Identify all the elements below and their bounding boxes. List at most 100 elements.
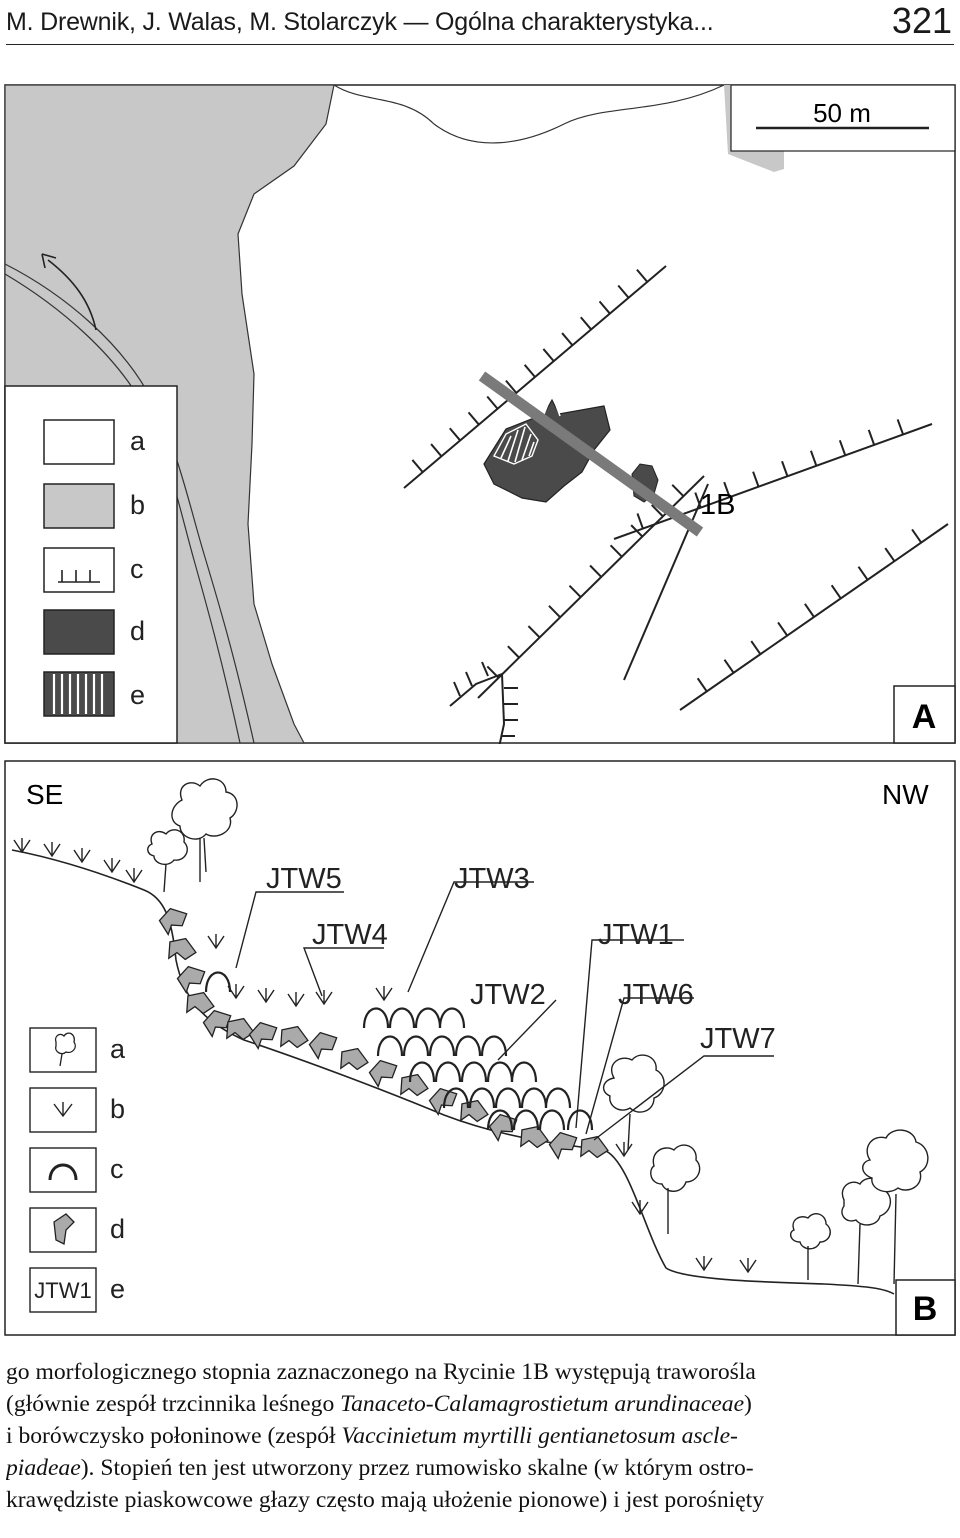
legend-a-label-a: a xyxy=(130,426,146,456)
body-line-4: piadeae). Stopień ten jest utworzony prz… xyxy=(6,1455,754,1481)
site-label-jtw5: JTW5 xyxy=(266,863,342,895)
arch-block xyxy=(376,1035,404,1057)
grass-symbols xyxy=(13,838,757,1274)
grass-tick xyxy=(695,1256,713,1272)
scarp-hachure xyxy=(430,443,443,457)
hatched-zone xyxy=(493,391,561,465)
grass-tick xyxy=(739,1258,757,1274)
scarp-hachure xyxy=(568,584,582,598)
rock-boulder xyxy=(202,1009,232,1039)
scarp-hachure xyxy=(453,681,461,697)
body-line-1: go morfologicznego stopnia zaznaczonego … xyxy=(6,1359,756,1385)
running-title: M. Drewnik, J. Walas, M. Stolarczyk — Og… xyxy=(6,8,714,36)
scarp-hachure xyxy=(838,439,847,456)
grass-tick xyxy=(103,858,121,874)
scarp-hachure xyxy=(777,621,789,637)
body-text: go morfologicznego stopnia zaznaczonego … xyxy=(6,1356,954,1516)
arch-block xyxy=(402,1035,430,1057)
rock-boulder xyxy=(186,991,215,1015)
scarp-hachure xyxy=(580,316,592,331)
tree-symbols xyxy=(147,778,929,1285)
rock-boulder xyxy=(226,1017,255,1041)
arch-block xyxy=(512,1109,540,1131)
slope-profile xyxy=(11,849,895,1295)
scarp-hachure xyxy=(449,427,461,442)
grass-tick xyxy=(125,868,143,884)
arch-block xyxy=(460,1061,488,1083)
legend-a-label-b: b xyxy=(130,490,145,520)
legend-b-label-a: a xyxy=(110,1034,126,1064)
grass-tick xyxy=(13,838,31,854)
arch-block xyxy=(520,1087,548,1109)
rock-boulder xyxy=(428,1087,458,1117)
figure-panel-b: SE NW JTW5 JTW4 JTW3 JTW2 xyxy=(4,760,956,1336)
legend-a-label-e: e xyxy=(130,680,145,710)
rock-boulder xyxy=(340,1047,369,1071)
scale-label: 50 m xyxy=(813,98,871,128)
arch-block xyxy=(388,1007,416,1029)
arch-block xyxy=(480,1035,508,1057)
rock-boulders xyxy=(158,907,609,1161)
scarp-hachure xyxy=(527,625,541,639)
scarp-hachure xyxy=(523,364,536,378)
arch-block xyxy=(486,1061,514,1083)
arch-block xyxy=(434,1061,462,1083)
arch-block xyxy=(486,1109,514,1131)
arch-block xyxy=(414,1007,442,1029)
arch-block xyxy=(442,1087,470,1109)
arch-block xyxy=(204,971,232,993)
scarp-hachure xyxy=(723,659,735,674)
rock-boulder xyxy=(308,1031,338,1061)
scarp-hachure xyxy=(867,429,876,446)
scarp-hachure xyxy=(804,603,815,618)
rock-boulder xyxy=(168,937,197,961)
scarp-hachure xyxy=(507,645,520,659)
arch-block xyxy=(428,1035,456,1057)
flow-arrow xyxy=(47,259,97,331)
legend-b-sample-e: JTW1 xyxy=(34,1278,91,1303)
arch-block xyxy=(566,1109,594,1131)
arch-blocks xyxy=(204,971,594,1131)
running-header: M. Drewnik, J. Walas, M. Stolarczyk — Og… xyxy=(6,0,954,45)
legend-b-label-b: b xyxy=(110,1094,125,1124)
arch-block xyxy=(494,1087,522,1109)
scarp-hachure xyxy=(486,395,499,410)
scarp-branch xyxy=(449,672,506,744)
rock-boulder xyxy=(248,1021,278,1051)
scarp-hachure xyxy=(857,566,869,581)
scarp-hachure xyxy=(481,661,489,677)
scarp-hachure xyxy=(505,380,518,394)
rock-boulder xyxy=(158,907,188,937)
arch-block xyxy=(510,1061,538,1083)
scarp-hachure xyxy=(589,564,602,578)
scarp-hachure xyxy=(752,471,760,488)
grass-tick xyxy=(375,986,393,1002)
rock-boulder xyxy=(280,1025,309,1049)
scarp-hachure xyxy=(884,547,896,562)
direction-nw: NW xyxy=(882,779,929,810)
rock-boulder xyxy=(176,965,206,995)
scarp-hachure xyxy=(598,300,611,315)
legend-b-label-d: d xyxy=(110,1214,125,1244)
scarp-hachure xyxy=(548,605,561,618)
scarp-hachure xyxy=(411,459,424,473)
arch-block xyxy=(408,1061,436,1083)
site-label-jtw4: JTW4 xyxy=(312,919,388,951)
scarp-hachure xyxy=(723,481,731,498)
grass-tick xyxy=(315,990,333,1006)
site-leader-lines xyxy=(235,881,774,1141)
arch-block xyxy=(362,1007,390,1029)
figure-panel-a: 50 m 1B a b c d e A xyxy=(4,84,956,744)
scarp-hachure xyxy=(636,269,649,283)
scarp-hachure xyxy=(561,332,574,346)
site-label-jtw1: JTW1 xyxy=(598,919,674,951)
site-label-jtw7: JTW7 xyxy=(700,1023,776,1055)
arch-block xyxy=(438,1007,466,1029)
legend-a-label-c: c xyxy=(130,554,144,584)
page-number: 321 xyxy=(891,0,952,41)
scarp-hachure xyxy=(896,419,905,435)
legend-a: a b c d e xyxy=(43,419,146,717)
rock-boulder xyxy=(400,1073,429,1097)
body-line-3: i borówczysko połoninowe (zespół Vaccini… xyxy=(6,1423,738,1449)
scarp-hachure xyxy=(830,584,842,599)
